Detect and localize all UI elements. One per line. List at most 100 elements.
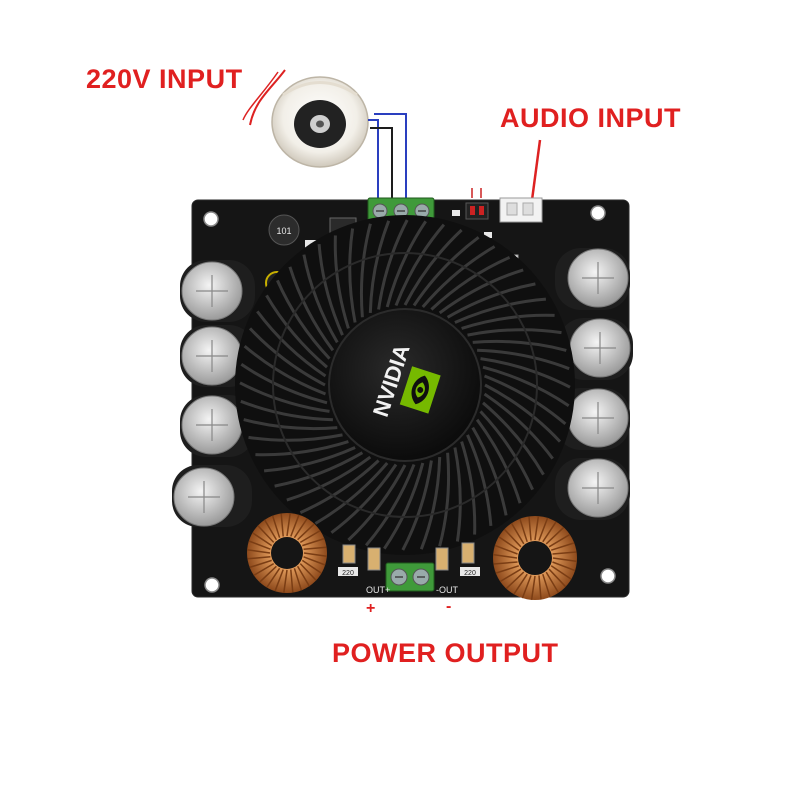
coil-winding <box>280 513 284 537</box>
heatsink-fin <box>421 245 496 308</box>
heatsink-fin <box>255 440 349 457</box>
capacitor <box>172 465 252 527</box>
output-inductor-right <box>492 515 578 601</box>
heatsink-fin <box>460 441 477 535</box>
coil-winding <box>257 525 275 543</box>
capacitor <box>555 458 630 520</box>
coil-winding <box>293 568 303 591</box>
heatsink-fin <box>430 256 511 311</box>
out-plus-silkscreen: OUT+ <box>366 585 390 595</box>
inductor-marking: 101 <box>276 226 291 236</box>
coil-winding <box>521 575 532 599</box>
label-plus: + <box>366 600 376 617</box>
heatsink-fin <box>265 294 328 369</box>
coil-winding <box>550 565 572 580</box>
heatsink-fin <box>299 459 380 514</box>
coil-winding <box>296 565 311 587</box>
coil-winding <box>495 565 520 574</box>
resistor-marking-right: 220 <box>464 570 476 577</box>
coil-winding <box>545 526 565 545</box>
coil-winding <box>492 553 518 559</box>
resistor-marking-left: 220 <box>342 570 354 577</box>
coil-winding <box>538 517 549 541</box>
coil-winding <box>274 569 284 592</box>
coil-winding <box>303 546 327 550</box>
coil-winding <box>552 561 576 572</box>
capacitor <box>180 395 255 457</box>
coil-winding <box>271 515 281 538</box>
coil-winding <box>510 522 525 545</box>
coil-winding <box>534 515 540 541</box>
heatsink-fin <box>412 236 480 307</box>
heatsink-fin <box>240 399 333 422</box>
coil-winding <box>519 518 528 543</box>
output-inductor-left <box>246 512 328 594</box>
coil-winding <box>552 557 578 563</box>
heatsink-fin <box>333 235 350 329</box>
label-minus: - <box>446 598 452 615</box>
label-power-output: POWER OUTPUT <box>332 638 559 668</box>
heatsink-fin <box>240 363 328 405</box>
heatsink-fin <box>256 310 327 378</box>
heatsink-fin <box>453 447 462 542</box>
heatsink-fin <box>475 418 522 504</box>
coil-winding <box>542 573 551 598</box>
coil-winding <box>266 567 281 588</box>
coil-winding <box>246 549 271 554</box>
heatsink-fin <box>330 463 398 534</box>
heatsink-fin <box>446 282 536 319</box>
heatsink-fan: NVIDIA <box>235 215 575 555</box>
capacitor <box>558 318 633 380</box>
heatsink-fin <box>377 219 409 310</box>
coil-winding <box>493 561 518 565</box>
coil-winding <box>263 519 278 541</box>
coil-winding <box>249 559 272 569</box>
inductor-101: 101 <box>268 214 300 246</box>
heatsink-fin <box>467 328 562 337</box>
coil-winding <box>283 569 288 594</box>
heatsink-fin <box>368 220 391 313</box>
coil-winding <box>550 542 575 551</box>
coil-winding <box>299 563 317 581</box>
coil-winding <box>253 562 275 577</box>
heatsink-fin <box>239 381 330 413</box>
coil-winding <box>248 540 271 550</box>
heatsink-fin <box>302 254 339 344</box>
coil-winding <box>301 559 322 574</box>
coil-winding <box>303 556 326 566</box>
coil-winding <box>542 521 557 543</box>
heatsink-fin <box>314 462 389 525</box>
coil-winding <box>528 516 532 541</box>
coil-winding <box>297 523 315 541</box>
capacitor <box>180 260 255 322</box>
heatsink-fin <box>364 463 416 547</box>
coil-winding <box>252 532 273 547</box>
heatsink-fin <box>472 339 567 352</box>
coil-winding <box>259 565 277 583</box>
power-output-terminal: OUT+ -OUT <box>366 562 458 595</box>
heatsink-fin <box>484 383 562 443</box>
coil-winding <box>293 518 308 539</box>
heatsink-fin <box>482 365 570 407</box>
toroidal-transformer <box>242 69 369 168</box>
coil-winding <box>247 556 271 560</box>
coil-winding <box>290 514 300 537</box>
heatsink-fin <box>438 268 524 315</box>
heatsink-fin <box>248 433 343 442</box>
coil-winding <box>505 571 525 590</box>
label-audio-input: AUDIO INPUT <box>500 103 681 133</box>
heatsink-fin <box>243 344 327 396</box>
left-capacitors <box>172 260 255 527</box>
heatsink-fin <box>288 266 335 352</box>
coil-winding <box>503 528 522 548</box>
heatsink-fin <box>483 374 567 426</box>
heatsink-fin <box>438 452 451 547</box>
coil-winding <box>302 537 325 547</box>
heatsink-fin <box>483 392 554 460</box>
coil-winding <box>299 529 321 544</box>
out-minus-silkscreen: -OUT <box>436 585 458 595</box>
coil-winding <box>290 569 294 593</box>
coil-winding <box>499 568 522 583</box>
heatsink-fin <box>454 297 547 324</box>
